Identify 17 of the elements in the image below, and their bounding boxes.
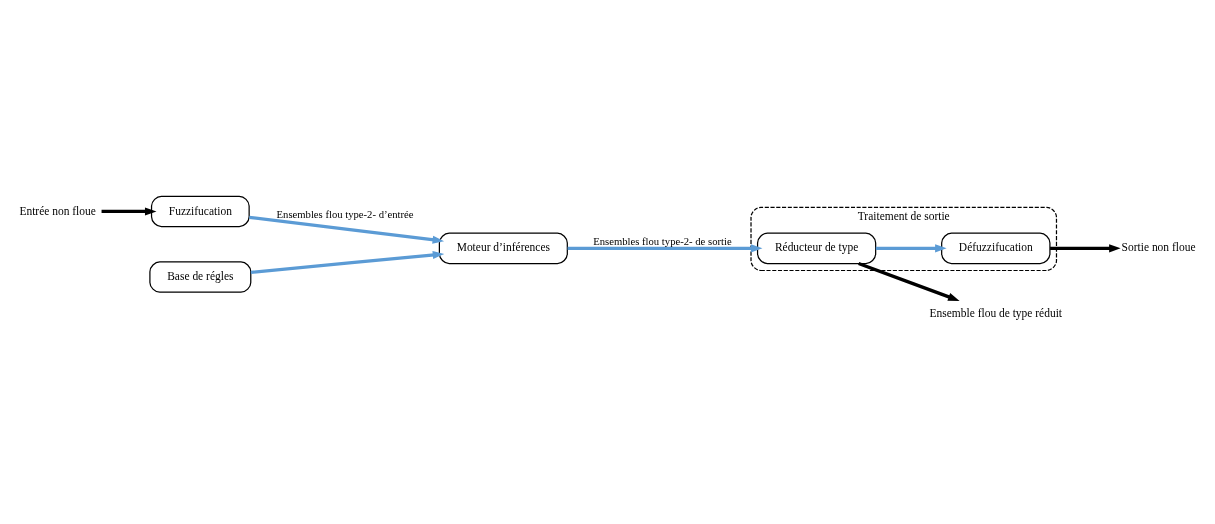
node-text: Sortie non floue <box>1121 240 1196 253</box>
node-box: Réducteur de type <box>756 232 877 264</box>
node-text: Entrée non floue <box>19 203 96 216</box>
edge-label: Ensembles flou type-2- d’entrée <box>276 208 414 220</box>
arrow <box>101 206 157 215</box>
arrow <box>1050 243 1121 252</box>
node-box: Défuzzifucation <box>941 232 1051 264</box>
edge-label: Ensembles flou type-2- de sortie <box>593 235 732 247</box>
arrow <box>249 215 445 244</box>
node-box: Fuzzifucation <box>150 195 250 227</box>
arrow <box>567 243 763 252</box>
node-box: Base de régles <box>149 260 252 293</box>
arrow <box>875 243 947 252</box>
node-text: Ensemble flou de type réduit <box>929 306 1063 319</box>
arrow <box>858 261 960 301</box>
arrow <box>250 250 445 274</box>
node-box: Moteur d’inférences <box>438 232 568 264</box>
